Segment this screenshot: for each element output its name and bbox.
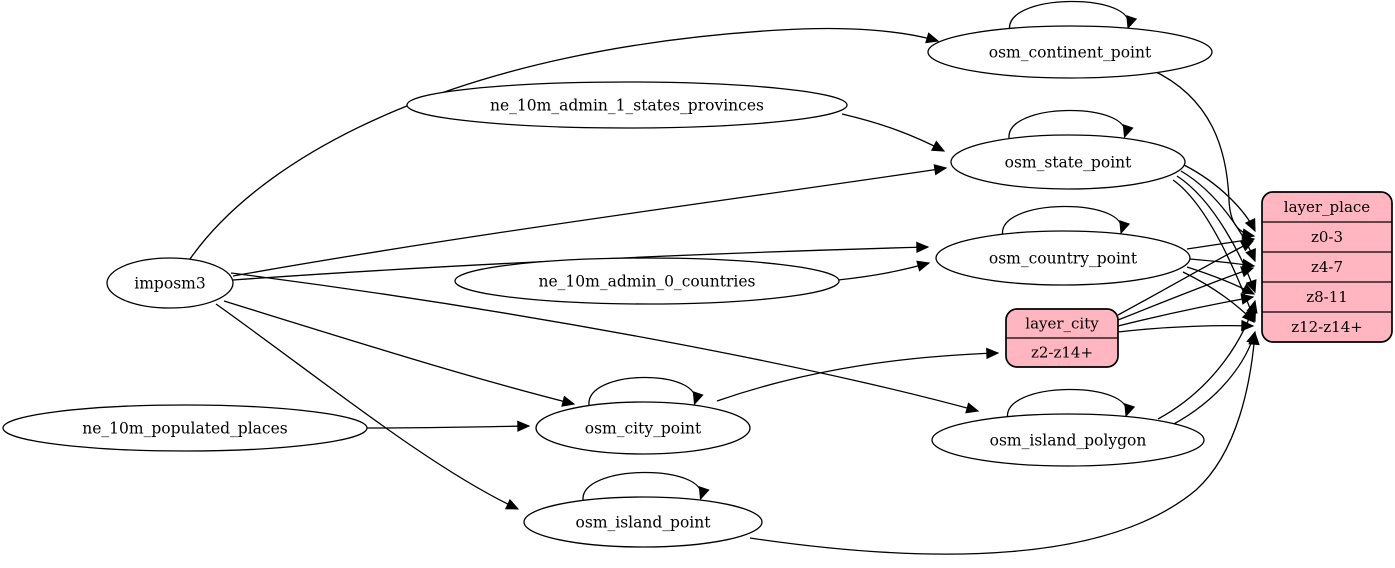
edge-osm_island_polygon-self (1007, 388, 1136, 421)
edge-osm_state_point-to-layer_place-z4-7 (1180, 170, 1256, 263)
edge-osm_city_point-to-layer_city-z2-z14+ (716, 347, 1000, 402)
edge-osm_island_polygon-to-layer_place-z12-z14+ (1171, 330, 1258, 426)
edge-osm_country_point-self (1002, 205, 1131, 238)
layer_place-row-z12-z14+: z12-z14+ (1291, 318, 1363, 336)
edge-osm_country_point-to-layer_place-z4-7 (1189, 258, 1256, 271)
osm_city_point-label: osm_city_point (585, 419, 702, 437)
edge-osm_continent_point-self (1009, 0, 1138, 33)
edge-imposm3-to-osm_island_polygon (230, 272, 980, 414)
edge-imposm3-to-osm_continent_point (189, 27, 940, 260)
layer_place-box (1261, 191, 1393, 343)
node-layer_city: layer_city z2-z14+ (1005, 308, 1119, 368)
layer_place-row-z4-7: z4-7 (1311, 258, 1343, 276)
node-osm_island_point: osm_island_point (523, 496, 763, 548)
edge-osm_island_polygon-to-layer_place-z8-11 (1157, 299, 1258, 420)
layer_place-row-z0-3: z0-3 (1311, 228, 1343, 246)
edge-layer_city-to-layer_place-z4-7 (1117, 266, 1255, 321)
node-layer: imposm3 ne_10m_admin_1_states_provincesne… (2, 25, 1393, 548)
osm_continent_point-label: osm_continent_point (989, 43, 1152, 61)
edge-ne_10m_admin_0_countries-to-osm_country_point (837, 260, 931, 281)
edge-ne_10m_populated_places-to-osm_city_point (366, 420, 531, 432)
osm_island_point-shape (523, 496, 763, 548)
osm_country_point-label: osm_country_point (989, 249, 1138, 267)
node-ne_10m_admin_1_states_provinces: ne_10m_admin_1_states_provinces (406, 81, 848, 129)
imposm3-shape (106, 257, 234, 309)
edge-osm_country_point-to-layer_place-z0-3 (1186, 234, 1256, 250)
layer_place-row-z8-11: z8-11 (1306, 288, 1348, 306)
osm_city_point-shape (535, 401, 751, 455)
osm_state_point-label: osm_state_point (1005, 153, 1133, 171)
ne_10m_admin_0_countries-label: ne_10m_admin_0_countries (539, 272, 756, 290)
edge-osm_city_point-self (588, 376, 704, 409)
edge-layer_city-to-layer_place-z8-11 (1117, 293, 1255, 327)
ne_10m_admin_0_countries-shape (454, 257, 840, 305)
edge-layer (189, 0, 1260, 555)
edge-imposm3-to-osm_state_point (232, 164, 948, 277)
ne_10m_populated_places-shape (2, 404, 368, 452)
osm_island_polygon-shape (931, 413, 1205, 467)
osm_island_point-label: osm_island_point (576, 513, 712, 531)
layer_city-row-z2-z14+: z2-z14+ (1031, 344, 1093, 362)
node-osm_city_point: osm_city_point (535, 401, 751, 455)
edge-osm_state_point-to-layer_place-z8-11 (1176, 175, 1257, 294)
osm_state_point-shape (950, 134, 1186, 190)
osm_island_polygon-label: osm_island_polygon (990, 431, 1147, 449)
ne_10m_admin_1_states_provinces-shape (406, 81, 848, 129)
edge-osm_island_point-to-layer_place-z12-z14+ (749, 331, 1260, 555)
osm_continent_point-shape (927, 25, 1213, 79)
edge-osm_country_point-to-layer_place-z8-11 (1186, 266, 1256, 295)
edge-imposm3-to-osm_city_point (223, 300, 576, 407)
node-osm_state_point: osm_state_point (950, 134, 1186, 190)
osm_country_point-shape (935, 230, 1191, 286)
ne_10m_populated_places-label: ne_10m_populated_places (82, 419, 287, 437)
edge-layer_city-to-layer_place-z12-z14+ (1117, 319, 1255, 333)
node-osm_island_polygon: osm_island_polygon (931, 413, 1205, 467)
layer_place-header: layer_place (1284, 198, 1371, 216)
imposm3-label: imposm3 (134, 274, 205, 292)
node-ne_10m_populated_places: ne_10m_populated_places (2, 404, 368, 452)
edge-osm_country_point-to-layer_place-z12-z14+ (1182, 271, 1255, 323)
layer_city-header: layer_city (1025, 315, 1099, 333)
node-osm_continent_point: osm_continent_point (927, 25, 1213, 79)
edge-osm_island_point-self (582, 471, 710, 504)
edge-osm_state_point-self (1008, 109, 1134, 142)
edge-ne_10m_admin_1_states_provinces-to-osm_state_point (841, 113, 946, 152)
edge-imposm3-to-osm_island_point (215, 303, 520, 510)
node-layer_place: layer_place z0-3 z4-7 z8-11 z12-z14+ (1261, 191, 1393, 343)
edge-layer_city-to-layer_place-z0-3 (1117, 240, 1255, 316)
node-osm_country_point: osm_country_point (935, 230, 1191, 286)
ne_10m_admin_1_states_provinces-label: ne_10m_admin_1_states_provinces (490, 96, 764, 114)
node-imposm3: imposm3 (106, 257, 234, 309)
edge-osm_state_point-to-layer_place-z0-3 (1183, 164, 1256, 233)
node-ne_10m_admin_0_countries: ne_10m_admin_0_countries (454, 257, 840, 305)
